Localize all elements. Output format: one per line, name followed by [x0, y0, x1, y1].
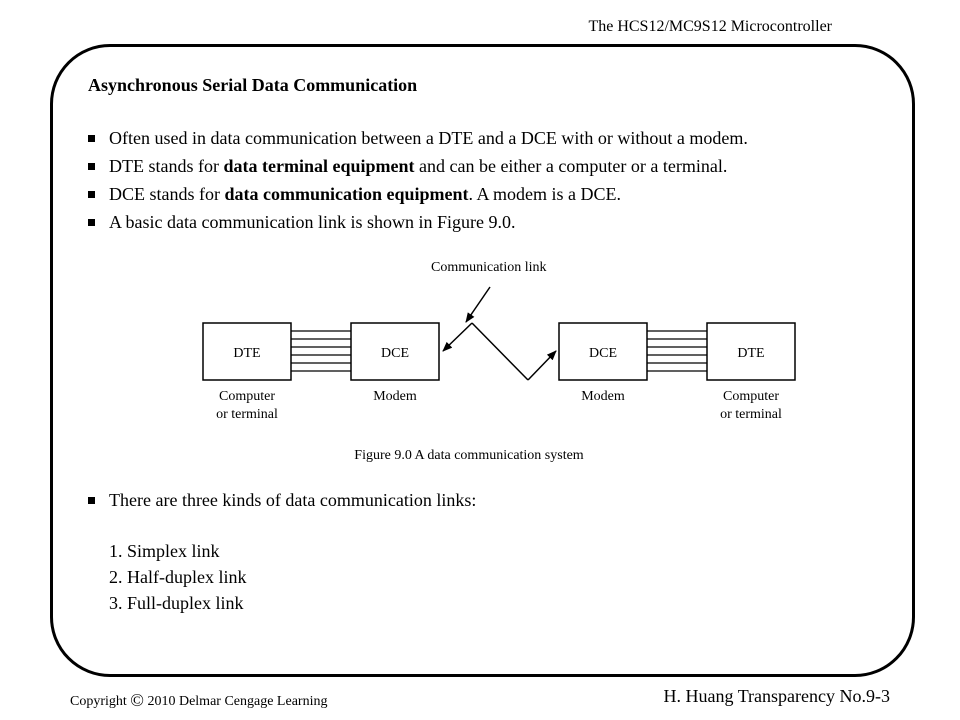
dte-left-label: DTE — [233, 346, 260, 361]
footer-copyright: Copyright © 2010 Delmar Cengage Learning — [70, 689, 327, 710]
right-dte-caption-line1: Computer — [723, 389, 779, 404]
bullet-text: DTE stands for — [109, 156, 224, 176]
header-title: The HCS12/MC9S12 Microcontroller — [588, 18, 832, 35]
bullet-item-links-intro: There are three kinds of data communicat… — [88, 486, 476, 514]
right-interface-wires — [647, 330, 707, 372]
bullet-text: Often used in data communication between… — [109, 128, 748, 148]
list-item: 3. Full-duplex link — [109, 593, 244, 613]
left-interface-wires — [291, 330, 351, 372]
list-item: 2. Half-duplex link — [109, 567, 247, 587]
copyright-text: 2010 Delmar Cengage Learning — [147, 694, 328, 709]
bullet-item: Often used in data communication between… — [88, 124, 748, 152]
communication-link-label: Communication link — [431, 260, 547, 275]
footer-transparency-number: H. Huang Transparency No.9-3 — [663, 686, 890, 706]
right-dce-caption: Modem — [581, 389, 625, 404]
bullet-text: DCE stands for — [109, 184, 225, 204]
link-types-list: 1. Simplex link 2. Half-duplex link 3. F… — [109, 538, 246, 616]
square-bullet-icon — [88, 497, 95, 504]
data-communication-figure: Communication link DTE DCE DCE DTE — [190, 252, 810, 468]
square-bullet-icon — [88, 219, 95, 226]
bullet-text-tail: and can be either a computer or a termin… — [414, 156, 728, 176]
square-bullet-icon — [88, 163, 95, 170]
right-dte-caption-line2: or terminal — [720, 407, 782, 422]
bullet-text-tail: . A modem is a DCE. — [468, 184, 622, 204]
bullet-bold-text: data communication equipment — [224, 184, 469, 204]
dce-left-box — [350, 322, 440, 381]
dte-right-box — [706, 322, 796, 381]
bullet-text: A basic data communication link is shown… — [109, 212, 516, 232]
link-pointer-arrow — [465, 286, 491, 323]
figure-diagram: Communication link DTE DCE DCE DTE — [202, 260, 796, 463]
left-dte-caption-line1: Computer — [219, 389, 275, 404]
dce-left-label: DCE — [381, 346, 409, 361]
slide-heading: Asynchronous Serial Data Communication — [88, 75, 418, 95]
link-zigzag-segment — [471, 322, 529, 381]
figure-caption: Figure 9.0 A data communication system — [354, 448, 584, 463]
bullet-item: A basic data communication link is shown… — [88, 208, 748, 236]
bullet-list: Often used in data communication between… — [88, 124, 748, 236]
square-bullet-icon — [88, 135, 95, 142]
copyright-symbol: © — [130, 690, 144, 710]
square-bullet-icon — [88, 191, 95, 198]
left-dce-caption: Modem — [373, 389, 417, 404]
bullet-item: DCE stands for data communication equipm… — [88, 180, 748, 208]
dte-right-label: DTE — [737, 346, 764, 361]
copyright-word: Copyright — [70, 694, 127, 709]
bullet-item: DTE stands for data terminal equipment a… — [88, 152, 748, 180]
link-right-arrow — [527, 350, 557, 381]
dce-right-box — [558, 322, 648, 381]
bullet-text: There are three kinds of data communicat… — [109, 490, 477, 510]
link-left-arrow — [442, 322, 473, 352]
dce-right-label: DCE — [589, 346, 617, 361]
bullet-bold-text: data terminal equipment — [223, 156, 415, 176]
list-item: 1. Simplex link — [109, 541, 220, 561]
dte-left-box — [202, 322, 292, 381]
left-dte-caption-line2: or terminal — [216, 407, 278, 422]
slide-frame — [50, 44, 915, 677]
